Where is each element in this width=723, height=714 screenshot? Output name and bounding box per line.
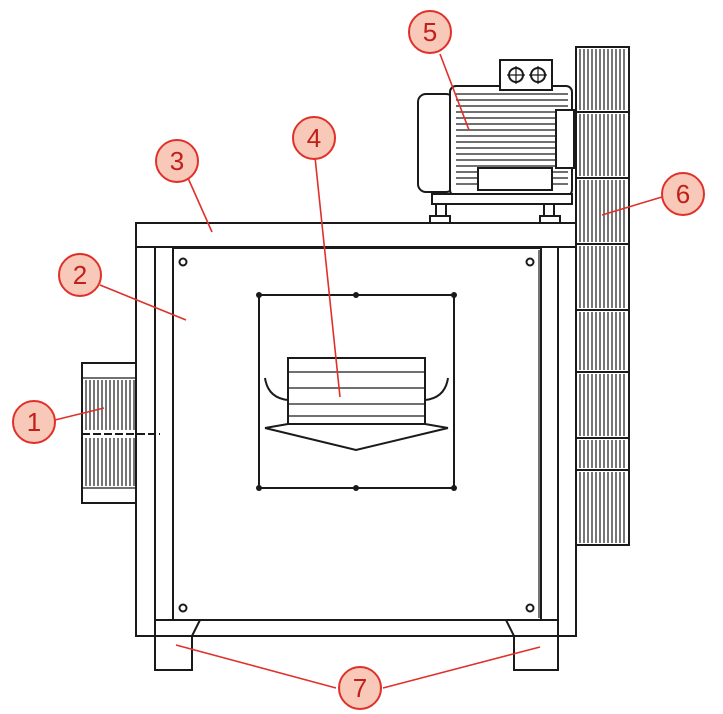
callout-5: 5 (408, 10, 452, 54)
callout-1: 1 (12, 400, 56, 444)
callout-3-label: 3 (170, 146, 184, 176)
top-plate (135, 222, 577, 248)
callout-5-label: 5 (423, 17, 437, 47)
motor (417, 59, 630, 224)
housing (135, 245, 577, 637)
callout-6: 6 (661, 172, 705, 216)
callout-4-label: 4 (307, 123, 321, 153)
callout-7: 7 (338, 666, 382, 710)
callout-2: 2 (58, 253, 102, 297)
left-inlet-fan (81, 362, 160, 504)
callout-2-label: 2 (73, 260, 87, 290)
callout-1-label: 1 (27, 407, 41, 437)
callout-6-label: 6 (676, 179, 690, 209)
callout-7-label: 7 (353, 673, 367, 703)
belt-guard (575, 46, 630, 546)
leader-lines (54, 53, 663, 689)
callout-4: 4 (292, 116, 336, 160)
outlet-opening (256, 292, 457, 491)
callout-3: 3 (155, 139, 199, 183)
support-feet (154, 619, 559, 671)
